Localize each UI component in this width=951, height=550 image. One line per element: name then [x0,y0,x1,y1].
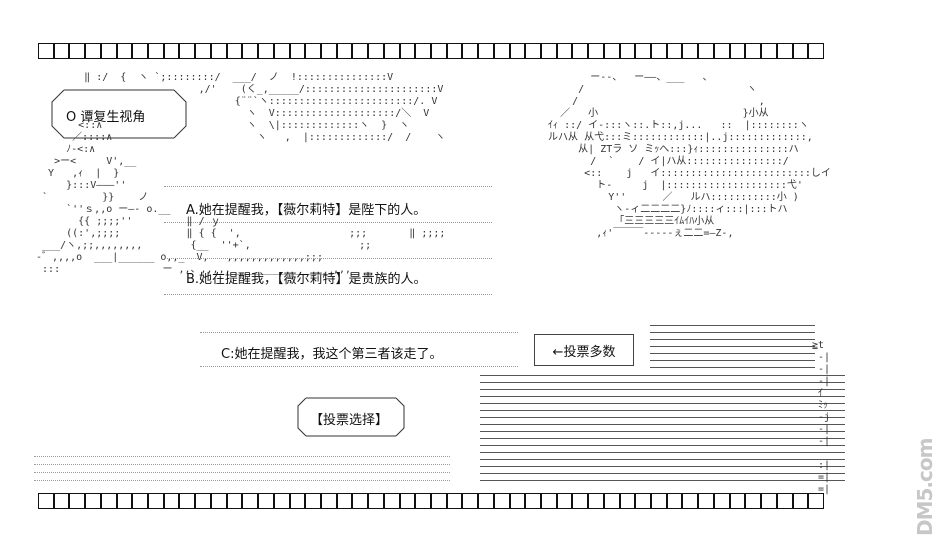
view-label: O 谭复生视角 [66,110,146,125]
option-c[interactable]: C:她在提醒我，我这个第三者该走了。 [221,347,443,362]
ascii-art-left-figure: ‖ :/ { ヽ `;::::::::/ ___/ ノ !:::::::::::… [36,72,446,275]
dotted-rule [34,456,450,457]
octagon-frame-shape [51,89,187,139]
ascii-art-right-figure: ー--、 ー――、___ 、 / ヽ / , ／ 小 }小从 ｲｨ ::/ イ-… [548,72,831,239]
dotted-rule [164,294,492,295]
dotted-rule [164,222,492,223]
site-watermark: DM5.com [913,438,937,536]
bottom-film-strip [38,492,824,510]
dotted-rule [34,480,450,481]
sweater-stripes-upper [650,322,815,372]
ascii-art-sweater-edge: ≧t -| -| -| ｲ ﾐｯ -j -| -| :| =| =| [812,340,831,495]
dotted-rule [200,366,518,367]
top-film-strip [38,42,824,60]
sweater-stripes-lower [480,372,845,482]
vote-select-frame: 【投票选择】 [296,396,406,438]
dotted-rule [164,258,492,259]
vote-majority-marker: ←投票多数 [534,334,634,366]
octagon-frame-shape [297,397,405,437]
dotted-rule [200,332,518,333]
option-b[interactable]: B.她在提醒我，【薇尔莉特】是贵族的人。 [186,272,427,287]
vote-select-button[interactable]: 【投票选择】 [310,413,389,428]
dotted-rule [34,464,450,465]
dotted-rule [164,186,492,187]
dotted-rule [34,472,450,473]
option-a[interactable]: A.她在提醒我，【薇尔莉特】是陛下的人。 [186,203,427,218]
view-label-frame: O 谭复生视角 [50,88,188,140]
